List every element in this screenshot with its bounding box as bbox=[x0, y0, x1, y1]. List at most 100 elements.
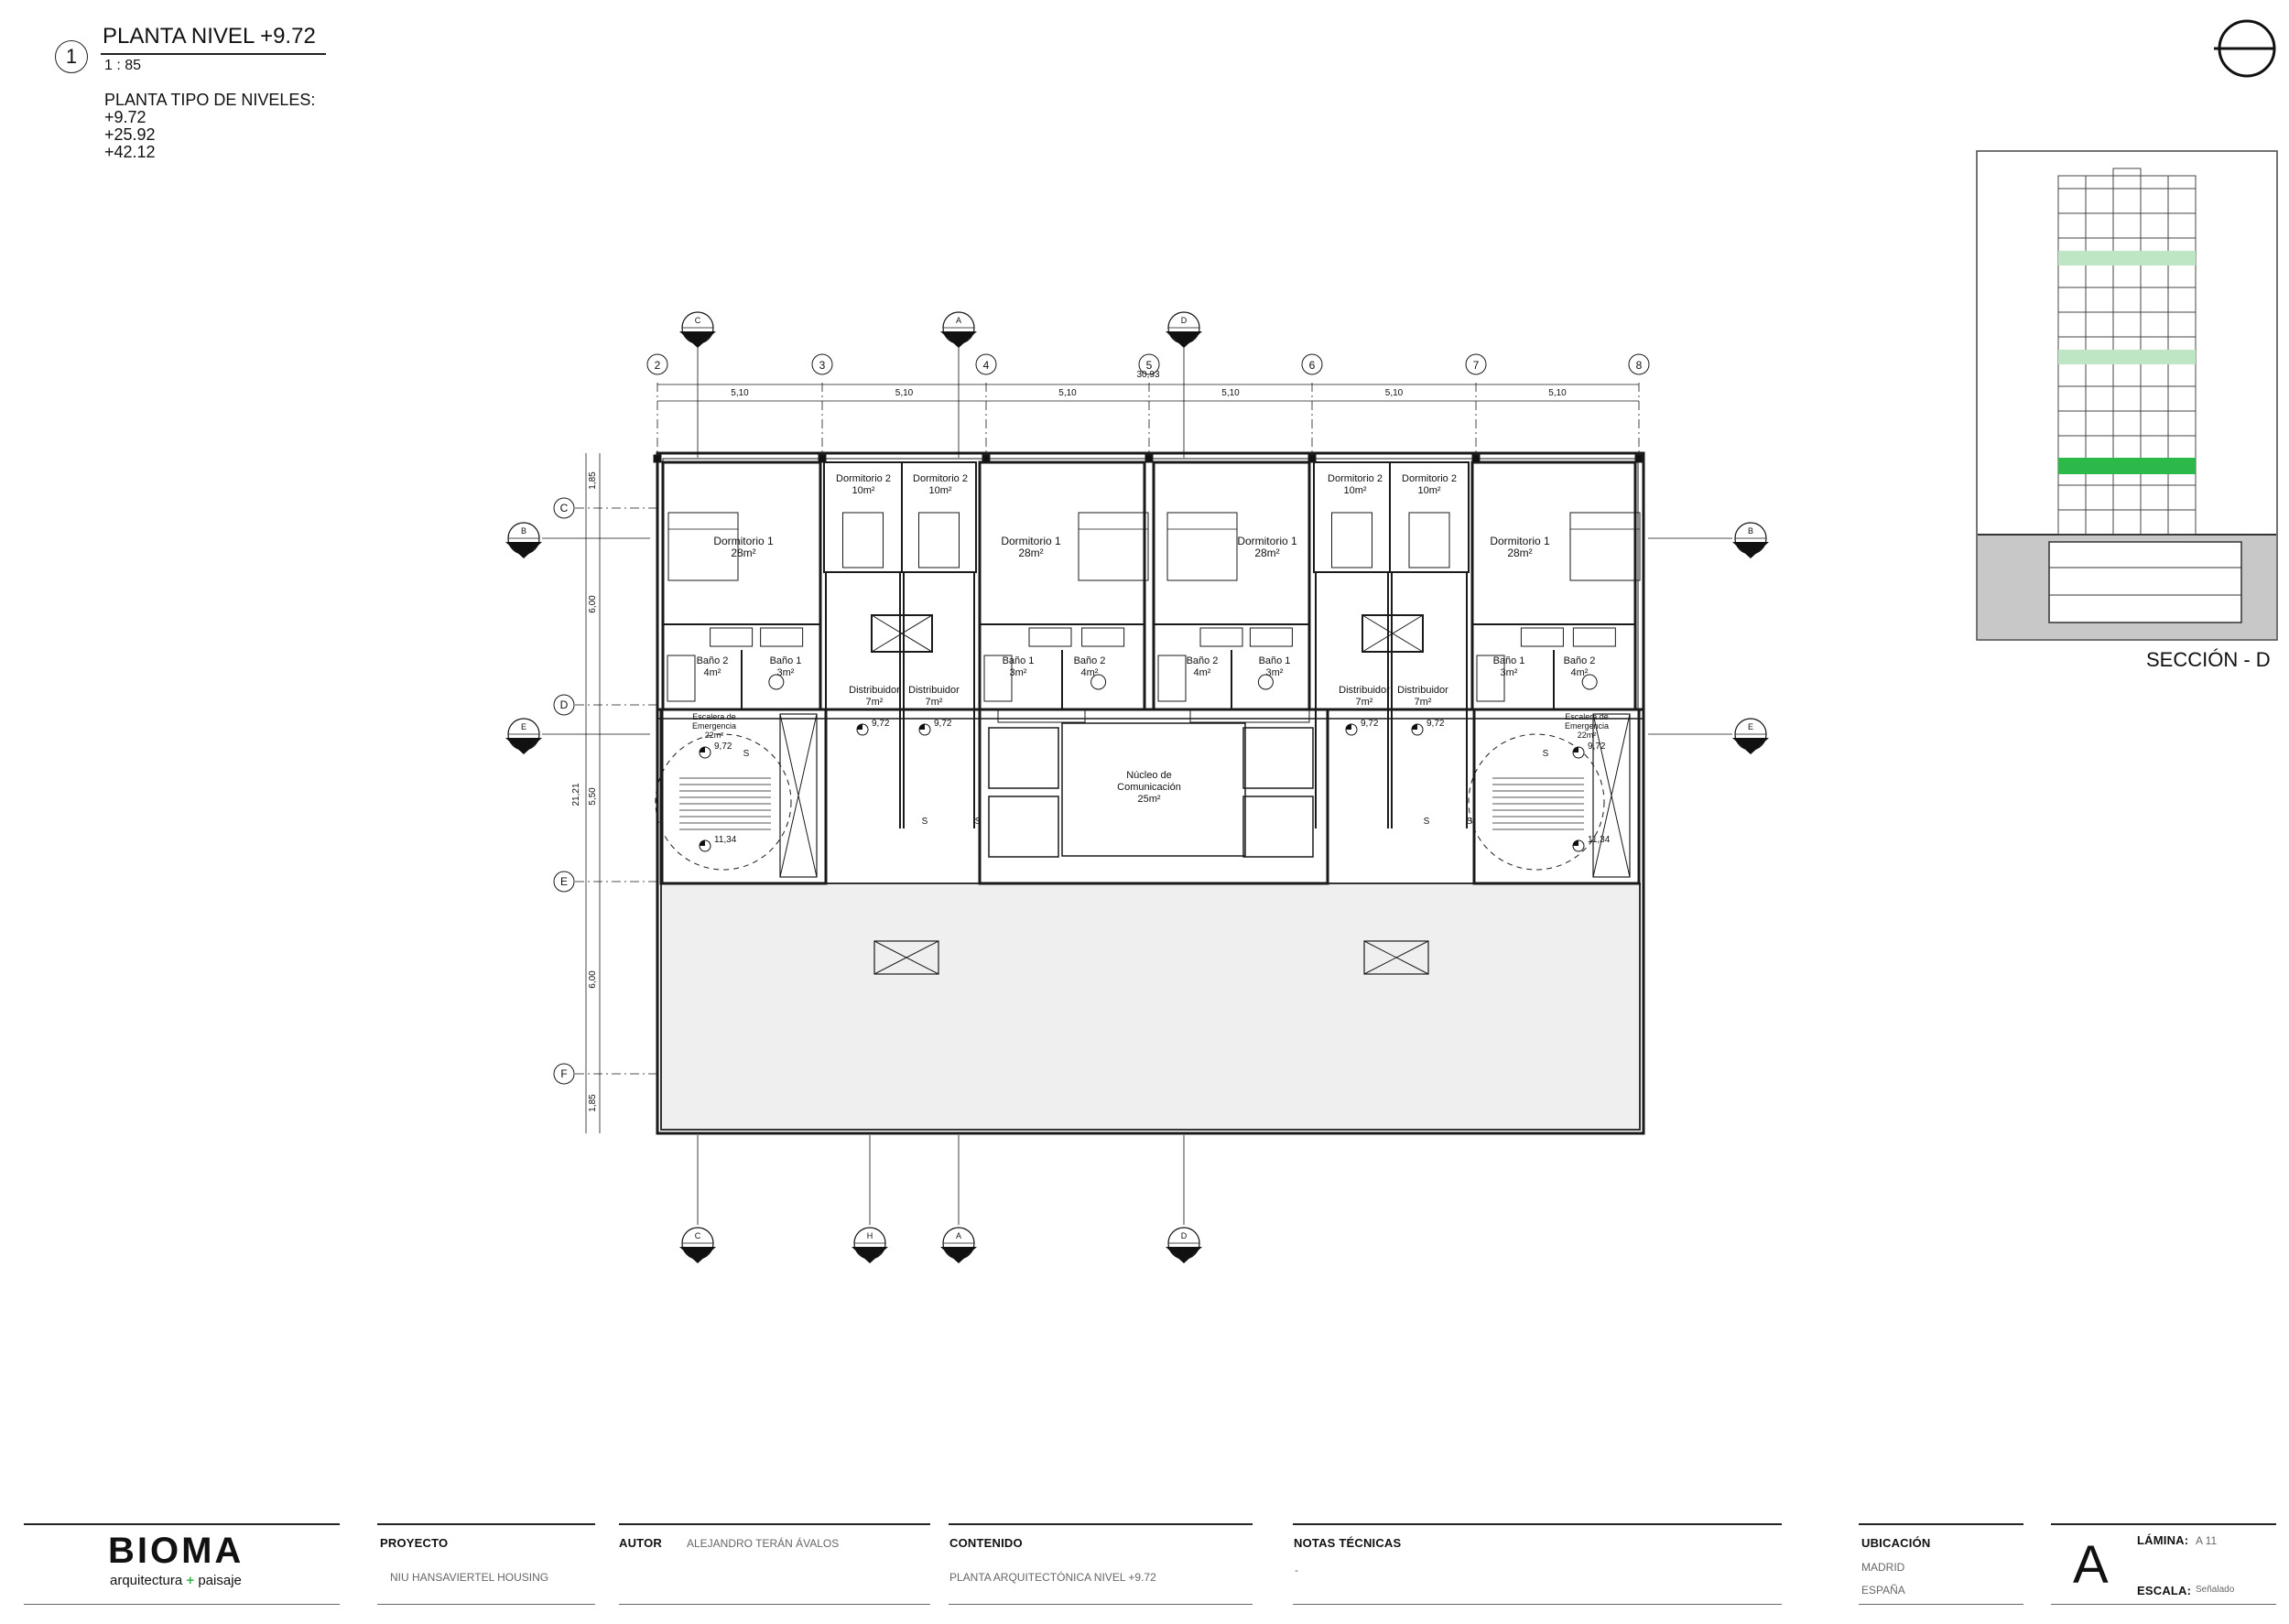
section-marker-bottom-sheet: A 21 bbox=[951, 1248, 967, 1256]
sink-counter bbox=[1199, 627, 1243, 647]
stair-up-symbol: S bbox=[975, 817, 982, 827]
section-marker-top-sheet: A 24 bbox=[1177, 332, 1192, 341]
level-mark-972-icon-fill bbox=[1412, 724, 1417, 730]
level-mark-972: 9,72 bbox=[1361, 719, 1379, 729]
stair-shaft-x bbox=[779, 713, 818, 878]
core-lintel bbox=[1189, 709, 1310, 723]
grid-bubble bbox=[1628, 353, 1650, 375]
room-dormitorio1-area: 28m² bbox=[1018, 547, 1043, 559]
room-distribuidor-area: 7m² bbox=[926, 697, 943, 708]
notas-value: - bbox=[1295, 1564, 1298, 1576]
section-marker-top-arrow bbox=[1166, 331, 1202, 348]
section-marker-top-sheet: A 23 bbox=[690, 332, 706, 341]
grid-label-D: D bbox=[560, 698, 569, 711]
section-marker-bottom-letter: A bbox=[956, 1231, 961, 1240]
proyecto-value: NIU HANSAVIERTEL HOUSING bbox=[390, 1571, 549, 1584]
highlight-level-9 bbox=[2058, 458, 2196, 474]
toilet-symbol bbox=[768, 674, 785, 690]
tb-rule bbox=[24, 1604, 340, 1605]
grid-bubble bbox=[553, 497, 575, 519]
section-marker-bottom-letter: D bbox=[1181, 1231, 1188, 1240]
level-mark-972: 9,72 bbox=[1427, 719, 1445, 729]
sink-counter bbox=[1249, 627, 1293, 647]
bed bbox=[1166, 512, 1238, 581]
room-escalera-area: 22m² bbox=[705, 731, 724, 740]
shower-tray bbox=[1157, 655, 1187, 702]
grid-bubble bbox=[811, 353, 833, 375]
ubicacion-label: UBICACIÓN bbox=[1861, 1536, 1931, 1550]
elevator-car bbox=[988, 796, 1059, 858]
section-thumbnail bbox=[1976, 150, 2278, 641]
grid-label-2: 2 bbox=[655, 359, 661, 372]
title-block bbox=[0, 1510, 2289, 1624]
stair-up-symbol: S bbox=[922, 817, 928, 827]
core-lintel bbox=[997, 709, 1086, 723]
grid-bubble bbox=[553, 871, 575, 893]
lamina-label: LÁMINA: bbox=[2137, 1533, 2189, 1547]
structural-column bbox=[1634, 454, 1644, 463]
section-marker-top-arrow bbox=[679, 331, 716, 348]
room-distribuidor-name: Distribuidor bbox=[1397, 685, 1448, 696]
section-marker-left-sheet: A 22 bbox=[516, 543, 532, 551]
level-item: +25.92 bbox=[104, 125, 156, 144]
room-escalera-name: Emergencia bbox=[692, 721, 736, 731]
room-dormitorio1-area: 28m² bbox=[1254, 547, 1279, 559]
level-mark-972: 9,72 bbox=[872, 719, 890, 729]
tb-rule bbox=[619, 1523, 930, 1525]
room-dormitorio2-name: Dormitorio 2 bbox=[836, 473, 891, 484]
notas-label: NOTAS TÉCNICAS bbox=[1294, 1536, 1402, 1550]
room-bano1-name: Baño 1 bbox=[1493, 655, 1525, 666]
proyecto-label: PROYECTO bbox=[380, 1536, 449, 1550]
section-marker-right-letter: E bbox=[1748, 722, 1753, 731]
shower-tray bbox=[983, 655, 1013, 702]
level-mark-1134-icon-fill bbox=[1573, 840, 1578, 846]
bed bbox=[1331, 512, 1372, 568]
level-mark-1134-icon-fill bbox=[700, 840, 705, 846]
autor-value: ALEJANDRO TERÁN ÁVALOS bbox=[687, 1537, 840, 1550]
skylight-x bbox=[1363, 940, 1429, 975]
tb-rule bbox=[1859, 1523, 2023, 1525]
grid-bubble bbox=[553, 1063, 575, 1085]
structural-column bbox=[653, 454, 662, 463]
room-bano1-name: Baño 1 bbox=[770, 655, 802, 666]
room-dormitorio2-name: Dormitorio 2 bbox=[913, 473, 968, 484]
room-bano1-area: 3m² bbox=[1266, 667, 1284, 678]
tb-rule bbox=[1293, 1604, 1782, 1605]
section-marker-bottom-arrow bbox=[679, 1247, 716, 1263]
levels-note: PLANTA TIPO DE NIVELES: +9.72 +25.92 +42… bbox=[104, 92, 315, 161]
structural-column bbox=[1144, 454, 1154, 463]
room-nucleo-area: 25m² bbox=[1137, 794, 1160, 805]
skylight-x bbox=[873, 940, 939, 975]
grid-label-E: E bbox=[560, 875, 568, 888]
tb-rule bbox=[24, 1523, 340, 1525]
room-escalera-name: Emergencia bbox=[1565, 721, 1609, 731]
autor-label: AUTOR bbox=[619, 1536, 662, 1550]
tb-rule bbox=[377, 1523, 595, 1525]
room-dormitorio2-name: Dormitorio 2 bbox=[1402, 473, 1457, 484]
room-distribuidor-name: Distribuidor bbox=[849, 685, 900, 696]
level-mark-972-icon-fill bbox=[1346, 724, 1351, 730]
dim-row-depth: 5,50 bbox=[588, 787, 598, 806]
level-item: +42.12 bbox=[104, 143, 156, 161]
escala-value: Señalado bbox=[2196, 1585, 2235, 1595]
room-bano2-name: Baño 2 bbox=[697, 655, 729, 666]
stair-up-symbol: S bbox=[1467, 817, 1473, 827]
toilet-symbol bbox=[1581, 674, 1598, 690]
level-mark-972-icon-fill bbox=[1573, 747, 1578, 752]
dim-bay-width: 5,10 bbox=[895, 388, 914, 398]
bed bbox=[1569, 512, 1641, 581]
toilet-symbol bbox=[1090, 674, 1107, 690]
section-marker-right-arrow bbox=[1732, 542, 1769, 558]
section-marker-left-arrow bbox=[505, 542, 542, 558]
level-mark-1134: 11,34 bbox=[714, 835, 737, 845]
room-dormitorio2-area: 10m² bbox=[852, 485, 874, 496]
room-escalera-name: Escalera de bbox=[692, 712, 736, 721]
grid-bubble bbox=[1465, 353, 1487, 375]
stair-swing bbox=[1468, 733, 1605, 871]
section-marker-bottom-sheet: C 21 bbox=[862, 1248, 878, 1256]
tb-rule bbox=[949, 1523, 1253, 1525]
shower-tray bbox=[1476, 655, 1505, 702]
sink-counter bbox=[1081, 627, 1125, 647]
tb-rule bbox=[377, 1604, 595, 1605]
